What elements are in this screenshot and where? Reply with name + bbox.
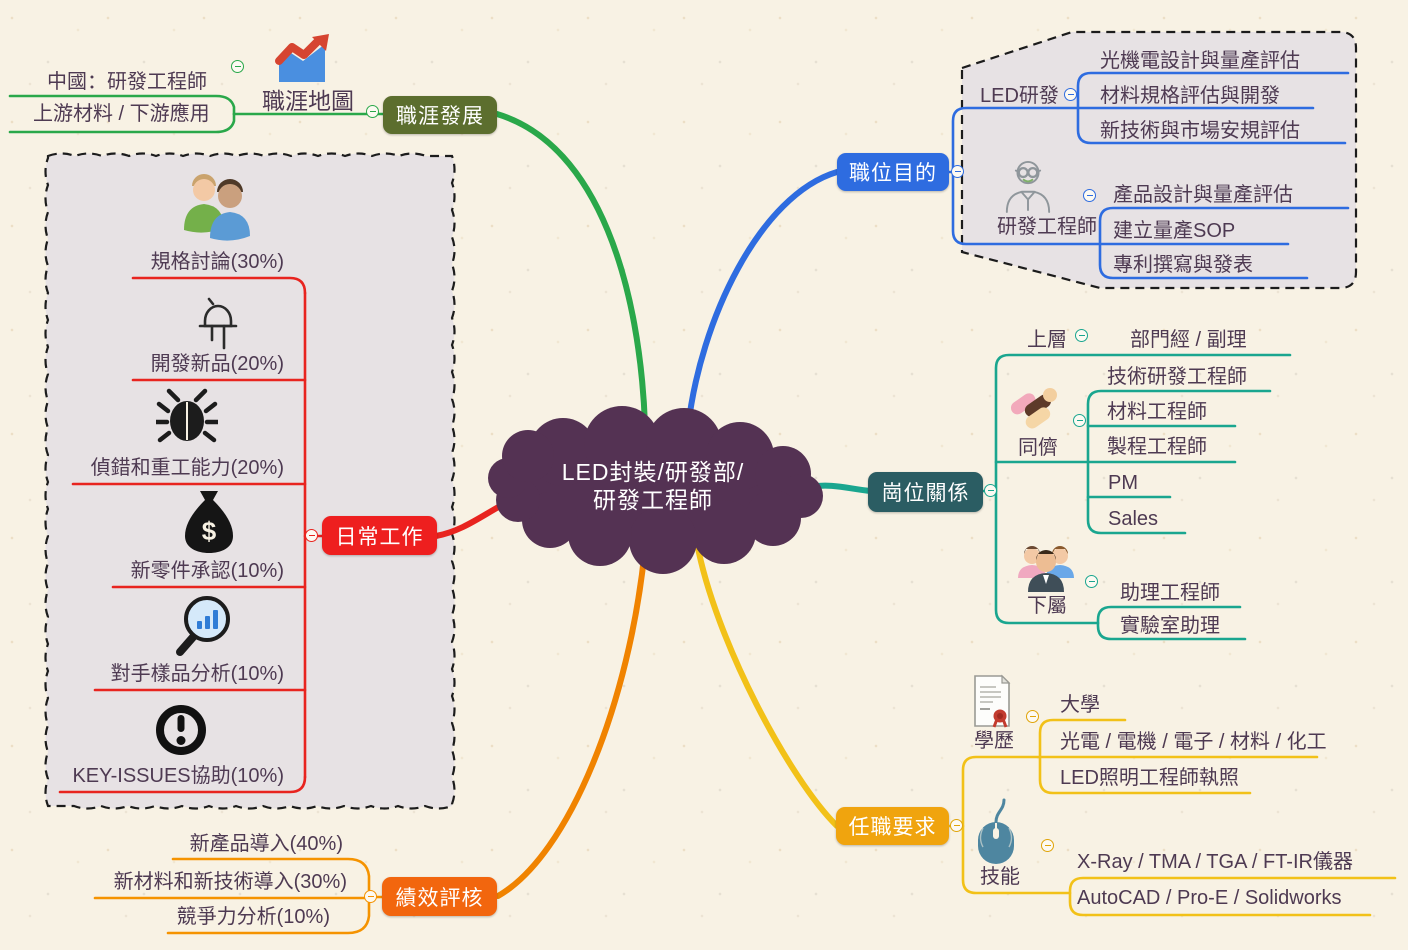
- daily-item-parts[interactable]: 新零件承認(10%): [130, 560, 284, 582]
- relations-peers-item[interactable]: 技術研發工程師: [1107, 366, 1247, 388]
- purpose-engineer-item[interactable]: 建立量產SOP: [1113, 220, 1236, 242]
- relations-peers-topic[interactable]: 同儕: [1018, 437, 1058, 459]
- daily-item-analysis[interactable]: 對手樣品分析(10%): [110, 663, 284, 685]
- branch-button-career[interactable]: 職涯發展: [383, 96, 497, 134]
- branch-button-relations[interactable]: 崗位關係: [868, 472, 983, 512]
- branch-button-requirements[interactable]: 任職要求: [836, 807, 949, 845]
- purpose-boundary: [960, 30, 1358, 290]
- branch-button-purpose[interactable]: 職位目的: [837, 153, 949, 191]
- collapse-minus-icon[interactable]: [1083, 189, 1096, 202]
- performance-connectors: [93, 857, 384, 935]
- collapse-minus-icon[interactable]: [1075, 329, 1088, 342]
- collapse-minus-icon[interactable]: [364, 890, 377, 903]
- purpose-engineer-topic[interactable]: 研發工程師: [997, 216, 1097, 238]
- main-branch-curves: [433, 111, 874, 899]
- two-people-icon: [178, 168, 254, 249]
- performance-item-newproduct[interactable]: 新產品導入(40%): [189, 833, 343, 855]
- relations-peers-item[interactable]: PM: [1108, 472, 1138, 494]
- exclamation-circle-icon: [153, 702, 209, 763]
- requirements-edu-item[interactable]: 光電 / 電機 / 電子 / 材料 / 化工: [1060, 731, 1327, 753]
- requirements-edu-topic[interactable]: 學歷: [974, 730, 1014, 752]
- relations-subs-item[interactable]: 助理工程師: [1120, 582, 1220, 604]
- requirements-skill-item[interactable]: AutoCAD / Pro-E / Solidworks: [1077, 887, 1342, 909]
- team-people-icon: [1016, 540, 1076, 599]
- daily-item-debug[interactable]: 偵錯和重工能力(20%): [90, 457, 284, 479]
- collapse-minus-icon[interactable]: [1073, 414, 1086, 427]
- central-topic-line2: 研發工程師: [593, 487, 713, 513]
- center-cloud[interactable]: [488, 406, 823, 574]
- relations-peers-item[interactable]: Sales: [1108, 508, 1159, 530]
- central-topic-line1: LED封裝/研發部/: [561, 459, 745, 485]
- daily-item-keyissues[interactable]: KEY-ISSUES協助(10%): [72, 765, 284, 787]
- career-connectors: [8, 94, 385, 134]
- collapse-minus-icon[interactable]: [305, 529, 318, 542]
- branch-button-performance[interactable]: 績效評核: [382, 877, 497, 916]
- branch-button-daily[interactable]: 日常工作: [322, 516, 437, 555]
- requirements-edu-item[interactable]: 大學: [1060, 694, 1100, 716]
- bug-icon: [153, 388, 221, 451]
- certificate-icon: [972, 674, 1012, 733]
- collapse-minus-icon[interactable]: [1085, 575, 1098, 588]
- performance-item-newmaterial[interactable]: 新材料和新技術導入(30%): [113, 871, 347, 893]
- performance-item-competition[interactable]: 競爭力分析(10%): [176, 906, 330, 928]
- purpose-engineer-item[interactable]: 產品設計與量產評估: [1113, 184, 1293, 206]
- daily-item-discussion[interactable]: 規格討論(30%): [150, 251, 284, 273]
- relations-subs-item[interactable]: 實驗室助理: [1120, 615, 1220, 637]
- requirements-skill-topic[interactable]: 技能: [980, 866, 1020, 888]
- relations-subs-topic[interactable]: 下屬: [1027, 595, 1067, 617]
- collapse-minus-icon[interactable]: [1064, 88, 1077, 101]
- relations-peers-item[interactable]: 製程工程師: [1107, 436, 1207, 458]
- collapse-minus-icon[interactable]: [984, 484, 997, 497]
- money-bag-icon: $: [181, 490, 237, 559]
- relations-peers-item[interactable]: 材料工程師: [1107, 401, 1207, 423]
- collapse-minus-icon[interactable]: [366, 105, 379, 118]
- collapse-minus-icon[interactable]: [950, 819, 963, 832]
- chart-increasing-icon: [274, 34, 330, 91]
- career-map-topic[interactable]: 職涯地圖: [262, 88, 354, 114]
- collapse-minus-icon[interactable]: [231, 60, 244, 73]
- computer-mouse-icon: [974, 798, 1018, 871]
- purpose-led-topic[interactable]: LED研發: [980, 85, 1059, 107]
- career-item-upstream[interactable]: 上游材料 / 下游應用: [33, 103, 210, 125]
- collapse-minus-icon[interactable]: [1041, 839, 1054, 852]
- purpose-led-item[interactable]: 新技術與市場安規評估: [1100, 120, 1300, 142]
- collapse-minus-icon[interactable]: [1026, 710, 1039, 723]
- career-item-china[interactable]: 中國：研發工程師: [47, 71, 207, 93]
- purpose-led-item[interactable]: 光機電設計與量產評估: [1100, 50, 1300, 72]
- relations-upper-item[interactable]: 部門經 / 副理: [1130, 329, 1247, 351]
- engineer-person-icon: [1003, 158, 1053, 219]
- requirements-edu-item[interactable]: LED照明工程師執照: [1060, 767, 1239, 789]
- stacked-hands-icon: [1010, 380, 1064, 439]
- svg-text:$: $: [202, 516, 217, 546]
- daily-item-newproduct[interactable]: 開發新品(20%): [150, 353, 284, 375]
- requirements-skill-item[interactable]: X-Ray / TMA / TGA / FT-IR儀器: [1077, 851, 1353, 873]
- collapse-minus-icon[interactable]: [951, 165, 964, 178]
- purpose-led-item[interactable]: 材料規格評估與開發: [1100, 85, 1280, 107]
- relations-upper-topic[interactable]: 上層: [1027, 329, 1067, 351]
- purpose-engineer-item[interactable]: 專利撰寫與發表: [1113, 254, 1253, 276]
- magnifier-chart-icon: [172, 592, 234, 663]
- central-topic[interactable]: LED封裝/研發部/ 研發工程師: [553, 458, 753, 514]
- led-diode-icon: [195, 290, 241, 357]
- daily-boundary: [44, 152, 456, 810]
